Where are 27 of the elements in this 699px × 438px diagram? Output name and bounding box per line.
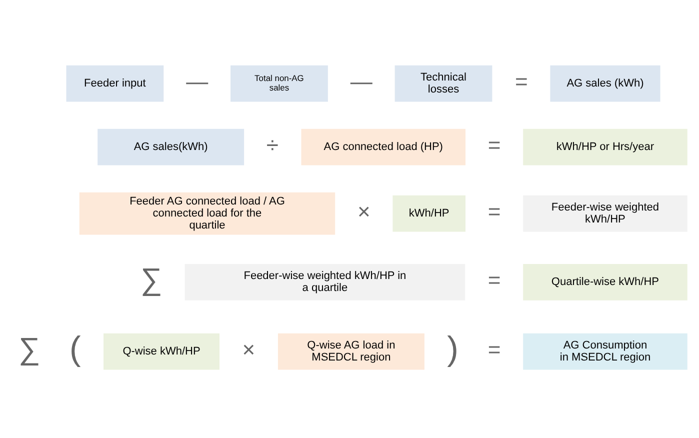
label: = [488,198,501,224]
node-box: AG Consumption in MSEDCL region [523,332,688,370]
node-box: Q-wise AG load in MSEDCL region [278,332,424,370]
label: = [488,336,501,362]
node-box: Quartile-wise kWh/HP [523,263,688,300]
node-box: Feeder input [66,64,164,102]
label: ∑ [18,332,40,366]
label: = [488,266,501,292]
node-box: Feeder AG connected load / AG connected load for the quartile [79,192,336,234]
label: ∑ [140,262,162,296]
node-box: Q-wise kWh/HP [104,332,220,370]
node-box: kWh/HP [392,194,466,232]
label: ( [70,330,81,368]
label: — [186,68,208,94]
label: ) [447,330,458,368]
node-box: AG sales (kWh) [550,64,660,102]
node-box: Total non-AG sales [230,64,328,102]
label: = [488,132,501,157]
node-box: AG connected load (HP) [301,128,466,165]
label: × [357,198,370,224]
label: = [514,68,528,94]
label: ÷ [266,132,278,157]
label: — [350,68,372,94]
label: × [242,336,256,362]
node-box: Technical losses [394,64,492,102]
node-box: AG sales(kWh) [98,128,244,165]
node-box: kWh/HP or Hrs/year [523,128,688,165]
